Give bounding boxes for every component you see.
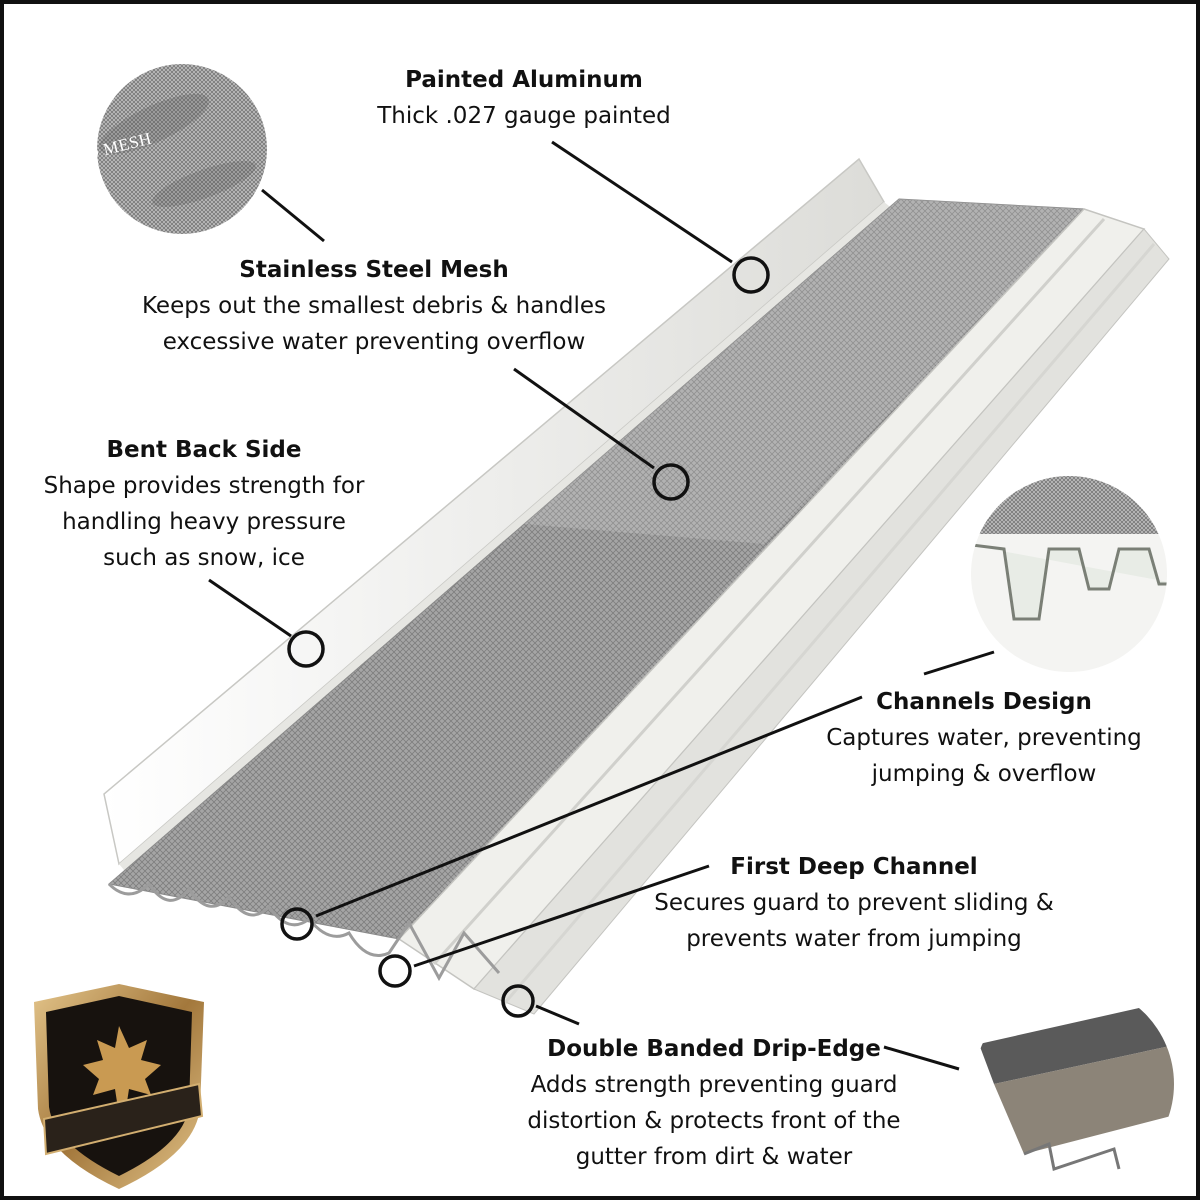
channels-closeup-detail	[971, 476, 1167, 672]
micro-mesh-logo	[34, 984, 204, 1189]
callout-line: Keeps out the smallest debris & handles	[142, 293, 606, 319]
callout-channels-design: Channels Design Captures water, preventi…	[804, 684, 1164, 792]
callout-title: Double Banded Drip-Edge	[547, 1036, 881, 1062]
marker-circles	[280, 256, 770, 1018]
mesh-closeup-detail	[97, 64, 267, 234]
callout-line: such as snow, ice	[103, 545, 305, 571]
callout-line: Thick .027 gauge painted	[377, 103, 671, 129]
callout-first-deep-channel: First Deep Channel Secures guard to prev…	[634, 849, 1074, 957]
leader-lines	[208, 140, 995, 1071]
marker-first-channel	[378, 954, 412, 988]
callout-painted-aluminum: Painted Aluminum Thick .027 gauge painte…	[334, 62, 714, 134]
maple-leaf-icon	[83, 1026, 161, 1115]
callout-line: Captures water, preventing	[826, 725, 1142, 751]
callout-double-banded-drip-edge: Double Banded Drip-Edge Adds strength pr…	[504, 1031, 924, 1175]
callout-line: Shape provides strength for	[43, 473, 365, 499]
callout-bent-back-side: Bent Back Side Shape provides strength f…	[24, 432, 384, 576]
callout-title: Channels Design	[876, 689, 1092, 715]
callout-line: jumping & overflow	[871, 761, 1097, 787]
callout-line: prevents water from jumping	[686, 926, 1022, 952]
marker-channels	[280, 907, 314, 941]
callout-line: distortion & protects front of the	[527, 1108, 901, 1134]
callout-line: Secures guard to prevent sliding &	[654, 890, 1054, 916]
gutter-guard-illustration	[34, 64, 1174, 1189]
channel-profile	[107, 881, 501, 982]
front-drip-edge	[397, 208, 1170, 1015]
callout-line: handling heavy pressure	[62, 509, 346, 535]
marker-mesh	[652, 463, 690, 501]
callout-title: Painted Aluminum	[405, 67, 643, 93]
marker-back	[287, 630, 325, 668]
marker-drip-edge	[501, 984, 535, 1018]
callout-title: Stainless Steel Mesh	[239, 257, 509, 283]
marker-aluminum	[732, 256, 770, 294]
drip-edge-closeup-detail	[974, 984, 1174, 1184]
callout-title: Bent Back Side	[106, 437, 302, 463]
callout-line: gutter from dirt & water	[575, 1144, 853, 1170]
callout-title: First Deep Channel	[730, 854, 978, 880]
callout-line: excessive water preventing overflow	[162, 329, 586, 355]
callout-stainless-steel-mesh: Stainless Steel Mesh Keeps out the small…	[124, 252, 624, 360]
callout-line: Adds strength preventing guard	[530, 1072, 898, 1098]
